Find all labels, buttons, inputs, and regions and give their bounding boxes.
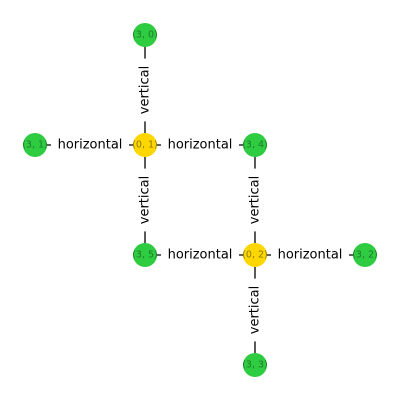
node-3-5: (3, 5) [132,243,158,267]
edge-label-background [247,168,263,232]
edge-label-0-1-to-3-5: vertical [137,168,153,232]
node-label: (3, 1) [22,140,48,151]
node-label: (3, 2) [352,250,378,261]
edge-label-text: horizontal [168,248,233,263]
node-circle [243,133,267,157]
node-label: (0, 1) [132,140,158,151]
node-circle [133,133,157,157]
node-0-2: (0, 2) [242,243,268,267]
edge-label-text: horizontal [168,138,233,153]
node-label: (0, 2) [242,250,268,261]
edge-label-text: vertical [138,176,153,224]
node-label: (3, 4) [242,140,268,151]
nodes-layer: (3, 0) (3, 1) (0, 1) (3, 4) (3, 5) (0, 2) (3, … [22,23,378,377]
edge-label-0-2-to-3-3: vertical [247,278,263,342]
edge-label-text: horizontal [58,138,123,153]
node-circle [23,133,47,157]
edge-label-background [161,137,239,153]
node-3-4: (3, 4) [242,133,268,157]
edge-label-background [271,247,349,263]
edge-label-3-1-to-0-1: horizontal [51,137,129,153]
node-3-2: (3, 2) [352,243,378,267]
edge-label-background [161,247,239,263]
edge-label-0-1-to-3-4: horizontal [161,137,239,153]
node-label: (3, 5) [132,250,158,261]
edge-labels-layer: vertical vertical horizontal horizontal vert… [51,58,349,342]
edges-layer [35,35,365,365]
edge-label-3-0-to-0-1: vertical [137,58,153,122]
node-circle [243,353,267,377]
edge-label-3-4-to-0-2: vertical [247,168,263,232]
node-circle [353,243,377,267]
edge-label-3-5-to-0-2: horizontal [161,247,239,263]
edge-label-background [137,58,153,122]
node-label: (3, 0) [132,30,158,41]
edge-label-text: vertical [248,176,263,224]
edge-label-text: horizontal [278,248,343,263]
edge-label-background [137,168,153,232]
node-3-1: (3, 1) [22,133,48,157]
edge-label-background [51,137,129,153]
node-3-0: (3, 0) [132,23,158,47]
node-circle [133,23,157,47]
node-0-1: (0, 1) [132,133,158,157]
node-circle [243,243,267,267]
edge-label-text: vertical [248,286,263,334]
node-3-3: (3, 3) [242,353,268,377]
node-circle [133,243,157,267]
edge-label-text: vertical [138,66,153,114]
edge-label-background [247,278,263,342]
edge-label-0-2-to-3-2: horizontal [271,247,349,263]
node-label: (3, 3) [242,360,268,371]
